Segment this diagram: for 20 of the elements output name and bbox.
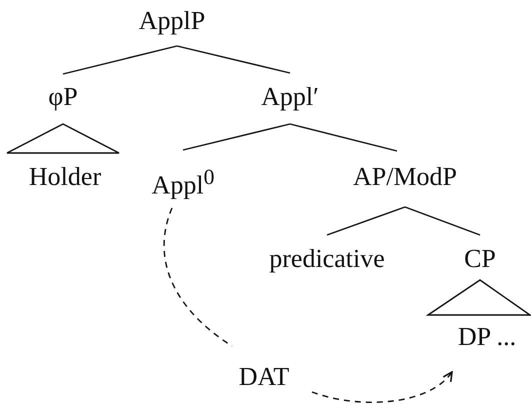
triangle-roof xyxy=(6,123,120,154)
tree-node-label: ApplP xyxy=(138,6,206,36)
tree-node-label: Appl′ xyxy=(261,82,319,112)
tree-node-label: Appl$^{0}$ xyxy=(152,162,214,201)
triangle-roof xyxy=(426,279,531,316)
dashed-line xyxy=(163,208,232,347)
tree-node-label: AP/ModP xyxy=(352,162,458,192)
tree-node-label: DAT xyxy=(238,362,290,392)
tree-node-label: predicative xyxy=(269,244,385,274)
branch-line xyxy=(182,123,290,151)
tree-node-label: φP xyxy=(48,82,78,112)
dashed-arrow xyxy=(312,371,453,403)
tree-node-label: DP ... xyxy=(458,322,516,352)
branch-line xyxy=(176,45,290,74)
branch-line xyxy=(404,206,480,236)
branch-line xyxy=(62,45,178,75)
tree-node-label: CP xyxy=(464,244,496,274)
tree-node-label: Holder xyxy=(28,162,102,192)
branch-line xyxy=(290,123,398,152)
branch-line xyxy=(326,206,406,236)
